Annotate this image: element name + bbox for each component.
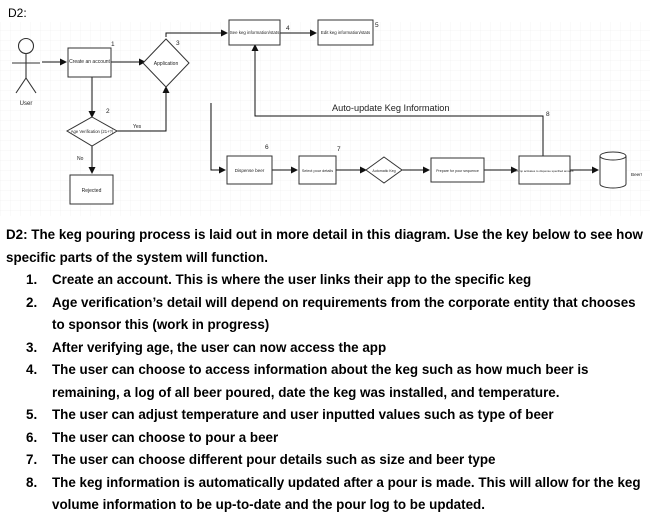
step-number-3: 3 [176, 40, 180, 47]
step-number-6: 6 [265, 144, 269, 151]
step-item-text: The keg information is automatically upd… [52, 474, 641, 513]
step-item: 2. Age verification’s detail will depend … [6, 292, 646, 337]
node-edit-keg: Edit keg information/stats [317, 19, 374, 46]
svg-text:Create an account: Create an account [69, 59, 110, 65]
step-item-text: After verifying age, the user can now ac… [52, 339, 387, 355]
diagram-title: D2: [8, 6, 27, 20]
pump-activates-label: Pump activates to dispense specified amo… [515, 169, 573, 173]
step-item: 3. After verifying age, the user can now … [6, 337, 646, 360]
node-application: Application [142, 38, 190, 88]
beer-label: Beer! [631, 172, 642, 177]
step-item-text: Create an account. This is where the use… [52, 272, 532, 287]
step-item-text: The user can adjust temperature and user… [52, 407, 554, 422]
step-item-number: 1. [26, 272, 38, 287]
node-automatic-keg: Automatic Keg [365, 156, 403, 184]
flow-diagram: User Create an account Application See k… [0, 19, 650, 216]
node-dispense-beer: Dispense beer [226, 155, 273, 185]
description: D2: The keg pouring process is laid out … [6, 224, 646, 517]
create-account-line1: Create an account [69, 59, 110, 65]
no-label: No [77, 156, 84, 162]
step-number-2: 2 [106, 108, 110, 115]
step-item: 4. The user can choose to access informat… [6, 359, 646, 404]
step-item-number: 5. [26, 407, 38, 422]
node-select-pour: Select pour details [298, 155, 337, 185]
node-rejected: Rejected [69, 174, 114, 205]
node-pump-activates: Pump activates to dispense specified amo… [515, 155, 574, 185]
user-actor-icon [12, 37, 40, 94]
step-item-text: Age verification’s detail will depend on… [52, 294, 636, 333]
step-item: 7. The user can choose different pour det… [6, 449, 646, 472]
automatic-keg-label: Automatic Keg [372, 169, 395, 173]
edge-age-to-app [117, 86, 170, 132]
step-item-text: The user can choose different pour detai… [52, 452, 496, 467]
step-item-number: 6. [26, 429, 38, 445]
node-age-verification: Age Verification (21+?) [66, 116, 118, 147]
dispense-beer-label: Dispense beer [235, 168, 265, 173]
edge-app-to-dispense [210, 103, 226, 174]
step-item: 6. The user can choose to pour a beer [6, 427, 646, 450]
step-item-number: 8. [26, 474, 38, 490]
node-beer-cylinder-icon [599, 151, 627, 189]
select-pour-label: Select pour details [302, 169, 333, 173]
node-prepare-pour: Prepare for pour sequence [430, 157, 485, 183]
application-label: Application [154, 61, 179, 67]
see-keg-label: See keg information/stats [230, 30, 280, 35]
step-item: 8. The keg information is automatically u… [6, 472, 646, 517]
node-create-account: Create an account [67, 47, 112, 78]
step-item: 5. The user can adjust temperature and us… [6, 404, 646, 427]
step-item-number: 7. [26, 452, 38, 467]
step-item-number: 2. [26, 294, 38, 310]
step-item: 1. Create an account. This is where the u… [6, 269, 646, 292]
step-number-1: 1 [111, 41, 115, 48]
edge-pump-to-seekeg [251, 44, 544, 156]
step-number-4: 4 [286, 25, 290, 32]
step-item-text: The user can choose to pour a beer [52, 429, 279, 445]
step-number-7: 7 [337, 146, 341, 153]
yes-label: Yes [133, 124, 142, 130]
steps-list: 1. Create an account. This is where the u… [6, 269, 646, 517]
auto-update-label: Auto-update Keg Information [332, 103, 449, 113]
edit-keg-label: Edit keg information/stats [321, 30, 371, 35]
step-number-8: 8 [546, 111, 550, 118]
prepare-pour-label: Prepare for pour sequence [436, 169, 479, 173]
node-see-keg: See keg information/stats [228, 19, 281, 46]
step-item-number: 4. [26, 362, 38, 377]
actor-label: User [20, 101, 33, 107]
description-intro: D2: The keg pouring process is laid out … [6, 227, 643, 265]
age-verification-label: Age Verification (21+?) [71, 129, 114, 134]
edge-app-to-seekeg [165, 29, 228, 37]
step-item-text: The user can choose to access informatio… [52, 362, 589, 400]
step-item-number: 3. [26, 339, 38, 355]
rejected-label: Rejected [82, 188, 102, 194]
connectors [42, 29, 599, 174]
step-number-5: 5 [375, 22, 379, 29]
